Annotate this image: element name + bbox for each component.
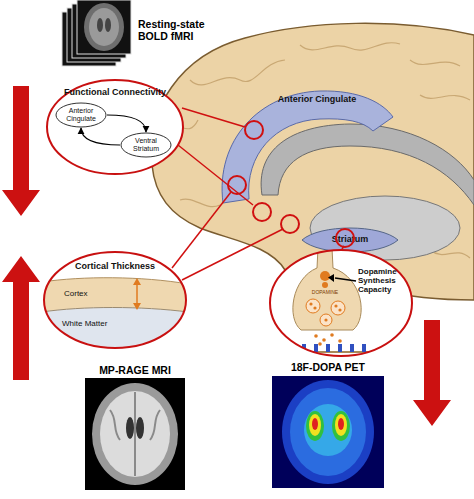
image-label: MP-RAGE MRI — [85, 364, 185, 376]
connectivity-arrow — [81, 128, 120, 145]
vesicle — [320, 314, 332, 326]
gyrus-line — [410, 60, 460, 66]
callout-ellipse: Cortical ThicknessCortexWhite Matter — [42, 250, 188, 350]
fmri-ventricle — [97, 18, 103, 32]
leader-line — [182, 229, 283, 280]
dopamine-molecules — [309, 271, 341, 346]
mri-ventricle — [136, 417, 144, 439]
node-shape — [268, 248, 414, 358]
region-ellipse: Anterior Cingulate — [55, 102, 107, 128]
node-text: Cortex — [64, 290, 114, 299]
region-outline — [121, 133, 171, 157]
pet-striatum — [335, 414, 347, 436]
callout-outline — [47, 80, 183, 174]
mri-image — [85, 378, 185, 490]
region-circle — [281, 215, 299, 233]
corpus-callosum — [261, 124, 474, 205]
node-title: Anterior Cingulate — [59, 107, 103, 122]
region-circle — [245, 121, 263, 139]
node-title: Functional Connectivity — [55, 88, 175, 98]
mri-ventricle — [126, 417, 134, 439]
callout-ellipse: Dopamine Synthesis CapacityDOPAMINE — [268, 248, 414, 358]
node-title: Striatum — [310, 235, 390, 245]
synapse — [288, 248, 398, 352]
mri-sulci — [110, 392, 160, 476]
postsynaptic-membrane — [288, 351, 398, 353]
mri-white-matter — [100, 391, 170, 477]
increase-arrow — [2, 256, 40, 380]
region-circle — [336, 229, 354, 247]
pet-striatum — [332, 411, 350, 441]
pet-uptake — [304, 404, 352, 456]
cortex-layer — [42, 278, 188, 312]
node-title: Ventral Striatum — [124, 137, 168, 152]
pial-surface — [42, 278, 188, 284]
node-title: Anterior Cingulate — [277, 95, 357, 105]
callout-ellipse: Functional ConnectivityAnterior Cingulat… — [45, 78, 185, 176]
node-text: White Matter — [62, 320, 132, 329]
pet-striatum — [312, 418, 318, 430]
gyrus-line — [190, 60, 285, 85]
decrease-arrow — [413, 320, 451, 426]
pet-image — [272, 376, 384, 488]
region-circle — [228, 176, 246, 194]
pet-background — [272, 376, 384, 488]
cingulate-band — [222, 91, 393, 203]
region-circle — [253, 203, 271, 221]
decrease-arrow — [2, 86, 40, 216]
node-title: Cortical Thickness — [60, 262, 170, 272]
leader-line — [172, 192, 231, 268]
image-label: 18F-DOPA PET — [272, 361, 384, 373]
gyrus-line — [180, 199, 220, 207]
leader-line — [178, 145, 253, 205]
vesicle — [306, 299, 320, 313]
fmri-ventricle — [105, 18, 111, 32]
region-outline — [56, 103, 106, 127]
fmri-brain — [84, 3, 124, 51]
callout-outline — [270, 250, 412, 356]
region-markers — [228, 121, 354, 247]
image-label: Resting-state BOLD fMRI — [138, 18, 222, 42]
pet-brain-inner — [290, 388, 366, 476]
pointer-arrow-head — [328, 274, 334, 282]
leader-lines — [172, 108, 344, 280]
grey-white-boundary — [42, 308, 188, 313]
region-ellipse: Ventral Striatum — [120, 132, 172, 158]
mri-background — [85, 378, 185, 490]
leader-line — [182, 108, 245, 127]
gyrus-line — [420, 95, 470, 100]
pet-striatum — [306, 411, 324, 441]
callout-outline — [44, 252, 186, 348]
fmri-stack — [62, 0, 131, 66]
white-matter-layer — [42, 308, 188, 351]
connectivity-arrow — [107, 115, 146, 132]
node-text: DOPAMINE — [310, 290, 340, 296]
node-title: Dopamine Synthesis Capacity — [358, 268, 414, 294]
callout-fill — [270, 250, 412, 356]
axon-terminal — [293, 248, 361, 330]
pointer-arrow — [335, 278, 356, 281]
mri-cortex — [92, 383, 178, 485]
cortex-section — [42, 278, 188, 350]
pet-striatum — [309, 414, 321, 436]
vesicle — [331, 301, 345, 315]
striatum-shape — [302, 228, 398, 252]
pet-brain — [282, 380, 374, 484]
pet-striatum — [338, 418, 344, 430]
thickness-arrow-heads — [133, 278, 141, 310]
fmri-brain-inner — [89, 8, 119, 46]
gyrus-line — [300, 43, 400, 50]
fmri-slice — [77, 0, 131, 54]
